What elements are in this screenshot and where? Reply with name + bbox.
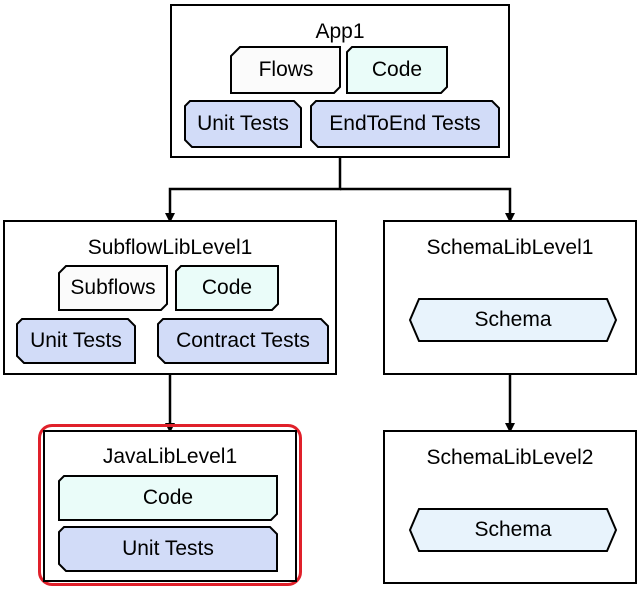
notched-shape [230, 46, 341, 94]
javaliblevel1-title: JavaLibLevel1 [102, 445, 238, 468]
notched-shape [184, 100, 302, 148]
app1-unit-tests-label: Unit Tests [197, 112, 289, 135]
notched-shape [157, 318, 329, 364]
notched-shape [58, 475, 278, 521]
schemaliblevel1-box[interactable]: SchemaLibLevel1 Schema [383, 220, 637, 375]
flows-chip[interactable]: Flows [230, 46, 342, 94]
subflowliblevel1-title: SubflowLibLevel1 [87, 236, 253, 259]
flows-label: Flows [258, 58, 314, 81]
app1-box[interactable]: App1 Flows Code Unit Tests EndToEnd Test… [170, 4, 510, 158]
subflowlib-code-label: Code [201, 276, 253, 299]
schemalib1-schema-label: Schema [474, 308, 552, 331]
javalib-code-label: Code [142, 486, 194, 509]
subflowlib-code-chip[interactable]: Code [175, 265, 279, 311]
edge-app1-to-schemalib1 [340, 187, 515, 223]
contract-tests-label: Contract Tests [176, 329, 310, 352]
javalib-unit-tests-chip[interactable]: Unit Tests [58, 526, 278, 572]
subflows-chip[interactable]: Subflows [58, 265, 168, 311]
edge-app1-to-subflowlib [165, 158, 342, 223]
javalib-code-chip[interactable]: Code [58, 475, 278, 521]
notched-shape [175, 265, 279, 311]
javalib-unit-tests-label: Unit Tests [122, 537, 214, 560]
notched-shape [58, 265, 168, 311]
notched-shape [58, 526, 278, 572]
app1-code-label: Code [371, 58, 423, 81]
subflowlib-unit-tests-chip[interactable]: Unit Tests [16, 318, 136, 364]
javaliblevel1-box[interactable]: JavaLibLevel1 Code Unit Tests [43, 430, 297, 582]
schemalib2-schema-label: Schema [474, 518, 552, 541]
subflows-label: Subflows [70, 276, 156, 299]
app1-code-chip[interactable]: Code [346, 46, 448, 94]
subflowliblevel1-box[interactable]: SubflowLibLevel1 Subflows Code Unit Test… [3, 220, 337, 375]
schemaliblevel2-box[interactable]: SchemaLibLevel2 Schema [383, 430, 637, 584]
schemaliblevel2-title: SchemaLibLevel2 [426, 446, 594, 469]
notched-shape [16, 318, 136, 364]
contract-tests-chip[interactable]: Contract Tests [157, 318, 329, 364]
notched-shape [310, 100, 500, 148]
schemalib1-schema-chip[interactable]: Schema [408, 298, 618, 342]
app1-title: App1 [315, 20, 365, 43]
schemaliblevel1-title: SchemaLibLevel1 [426, 236, 594, 259]
app1-unit-tests-chip[interactable]: Unit Tests [184, 100, 302, 148]
notched-shape [346, 46, 448, 94]
selection-highlight [38, 424, 302, 586]
schemalib2-schema-chip[interactable]: Schema [408, 508, 618, 552]
endtoend-tests-label: EndToEnd Tests [329, 112, 481, 135]
hexagon-shape [408, 508, 618, 552]
subflowlib-unit-tests-label: Unit Tests [30, 329, 122, 352]
endtoend-tests-chip[interactable]: EndToEnd Tests [310, 100, 500, 148]
hexagon-shape [408, 298, 618, 342]
